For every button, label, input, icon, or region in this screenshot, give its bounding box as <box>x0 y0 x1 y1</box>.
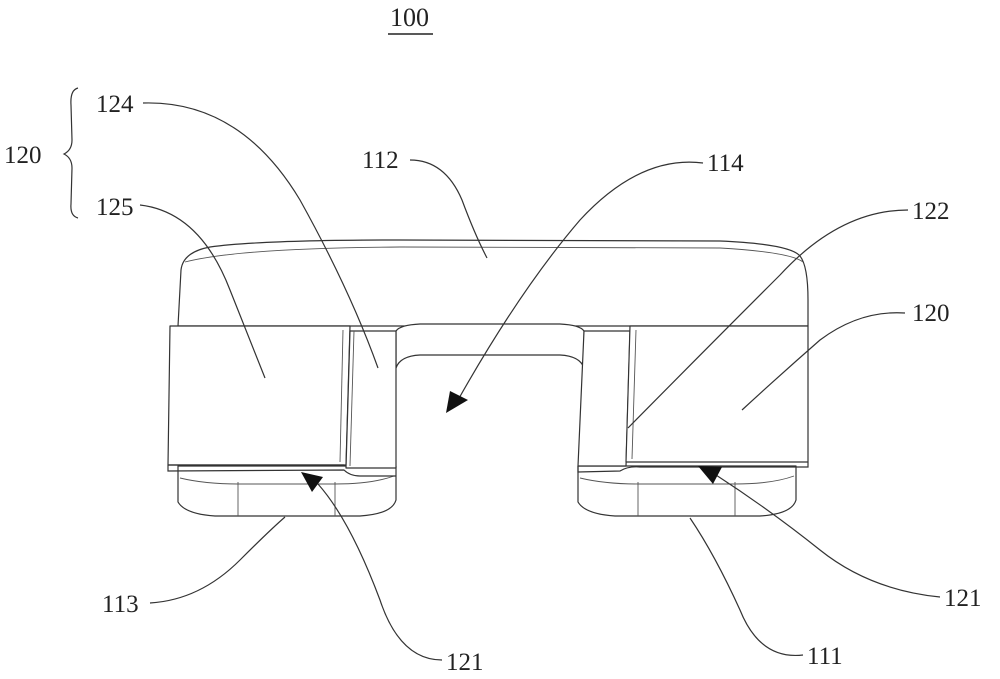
brace-120 <box>64 88 78 218</box>
label-113: 113 <box>102 591 139 618</box>
foot-111 <box>578 466 796 516</box>
foot-113 <box>178 466 396 516</box>
label-120-group: 120 <box>4 142 42 169</box>
label-121-right: 121 <box>944 585 982 612</box>
pad-125 <box>168 326 350 465</box>
label-122: 122 <box>912 198 950 225</box>
label-112: 112 <box>362 147 399 174</box>
body-112 <box>178 240 808 326</box>
label-121-bottom: 121 <box>446 649 484 676</box>
label-114: 114 <box>707 150 744 177</box>
label-125: 125 <box>96 194 134 221</box>
arrow-114 <box>446 391 468 413</box>
pad-120-right <box>626 326 808 462</box>
pad-122-side <box>578 331 630 466</box>
leader-111 <box>690 518 803 655</box>
leader-113 <box>150 517 285 603</box>
label-120: 120 <box>912 300 950 327</box>
figure-number: 100 <box>390 3 429 32</box>
label-124: 124 <box>96 91 134 118</box>
label-111: 111 <box>807 643 843 670</box>
